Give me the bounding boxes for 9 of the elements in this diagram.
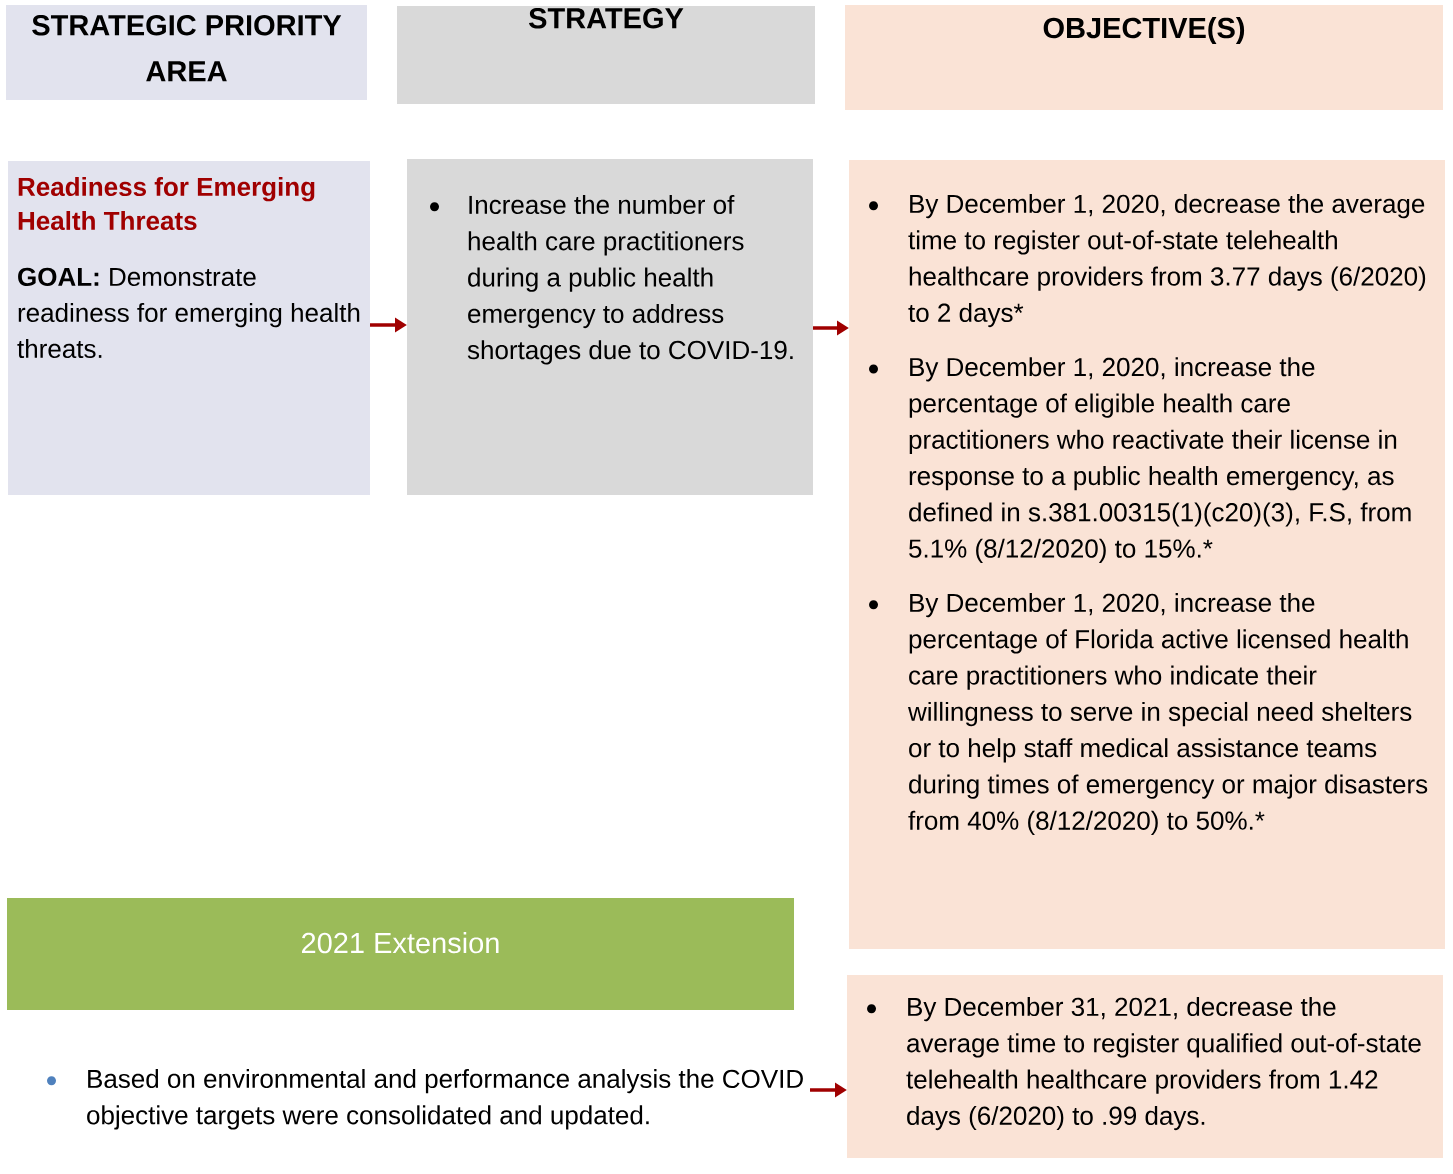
- objective-box: By December 31, 2021, decrease the average time to register qualified out-of-state telehealth healthcare providers from 1.42 days (6/2020) to .99 days.: [847, 975, 1443, 1158]
- objective-box: By December 1, 2020, decrease the average time to register out-of-state telehealth healthcare providers from 3.77 days (6/2020) to 2 days* By December 1, 2020, increase the percentage of eligible health care practitioners who reactivate their license in response to a public health emergency, as defined in s.381.00315(1)(c20)(3), F.S, from 5.1% (8/12/2020) to 15%.* By December 1, 2020, increase the percentage of Florida active licensed health care practitioners who indicate their willingness to serve in special need shelters or to help staff medical assistance teams during times of emergency or major disasters from 40% (8/12/2020) to 50%.*: [849, 160, 1445, 949]
- note-text: Based on environmental and performance analysis the COVID objective targets were consolidated and updated.: [47, 1069, 803, 1130]
- extension-banner: 2021 Extension: [7, 898, 794, 1010]
- strategy-box: Increase the number of health care practitioners during a public health emergency to address shortages due to COVID-19.: [407, 159, 813, 495]
- column-header: OBJECTIVE(S): [845, 5, 1443, 110]
- column-header: STRATEGIC PRIORITY AREA: [6, 5, 367, 100]
- column-header: STRATEGY: [397, 6, 815, 104]
- priority-box: Readiness for Emerging Health Threats GOAL: Demonstrate readiness for emerging health threats.: [8, 161, 370, 495]
